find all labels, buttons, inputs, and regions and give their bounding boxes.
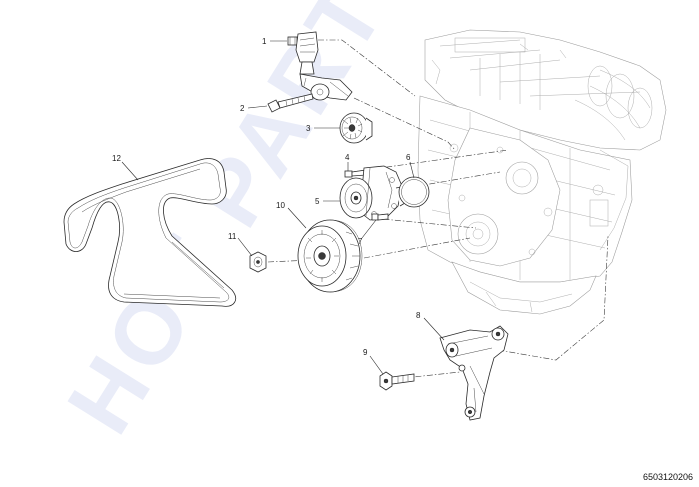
part-5-water-pump: [339, 165, 411, 221]
engine-block: [417, 29, 667, 315]
part-2-bolt: [267, 93, 314, 113]
callout-labels: 1 2 3 4 5 6 7 8 9 10 11 12: [112, 37, 421, 357]
callout-3: 3: [306, 124, 311, 133]
assembly-lines: [267, 39, 609, 379]
callout-11: 11: [228, 232, 237, 241]
callout-10: 10: [276, 201, 285, 210]
part-8-bracket: [439, 325, 509, 421]
part-3-idler-pulley: [339, 112, 373, 144]
callout-4: 4: [345, 153, 350, 162]
callout-2: 2: [240, 104, 245, 113]
part-7-bolt: [371, 213, 389, 221]
part-12-drive-belt: [63, 158, 236, 307]
callout-6: 6: [406, 153, 411, 162]
callout-8: 8: [416, 311, 421, 320]
figure-code: 6503120206: [642, 472, 693, 482]
part-10-crankshaft-pulley: [297, 219, 363, 293]
part-11-nut: [249, 251, 267, 273]
callout-7: 7: [358, 237, 363, 246]
part-6-o-ring: [398, 176, 430, 208]
leader-lines: [121, 40, 445, 375]
callout-9: 9: [363, 348, 368, 357]
part-9-bolt: [379, 371, 415, 391]
callout-1: 1: [262, 37, 267, 46]
callout-5: 5: [315, 197, 320, 206]
part-1-nut: [287, 36, 298, 46]
callout-12: 12: [112, 154, 121, 163]
part-4-bolt: [344, 169, 367, 178]
part-tensioner-assembly: [267, 31, 373, 144]
